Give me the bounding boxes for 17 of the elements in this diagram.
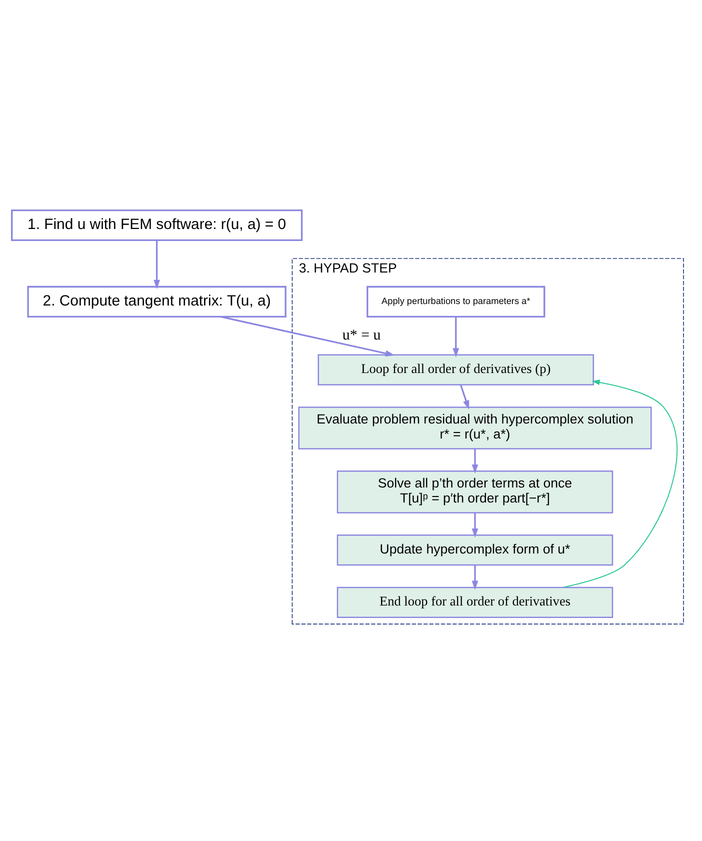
arrow — [562, 380, 678, 588]
node-box: Loop for all order of derivatives (p) — [318, 354, 594, 386]
arrow — [472, 512, 478, 538]
arrow — [460, 384, 470, 410]
node-box: Update hypercomplex form of u* — [336, 534, 614, 566]
arrow — [472, 448, 478, 474]
arrow — [472, 565, 478, 590]
arrow — [452, 316, 460, 358]
arrow — [154, 240, 160, 290]
node-box: Apply perturbations to parameters a* — [366, 286, 546, 318]
edge-label: u* = u — [342, 327, 381, 344]
node-box: End loop for all order of derivatives — [336, 586, 614, 618]
arrow — [220, 316, 395, 357]
node-box: Evaluate problem residual with hypercomplex solution r* = r(u*, a*) — [298, 406, 652, 450]
node-box: 2. Compute tangent matrix: T(u, a) — [27, 286, 286, 318]
node-box: Solve all p’th order terms at once T[u]ᵖ = p′th order part[−r*] — [336, 470, 614, 514]
node-box: 1. Find u with FEM software: r(u, a) = 0 — [11, 210, 303, 242]
